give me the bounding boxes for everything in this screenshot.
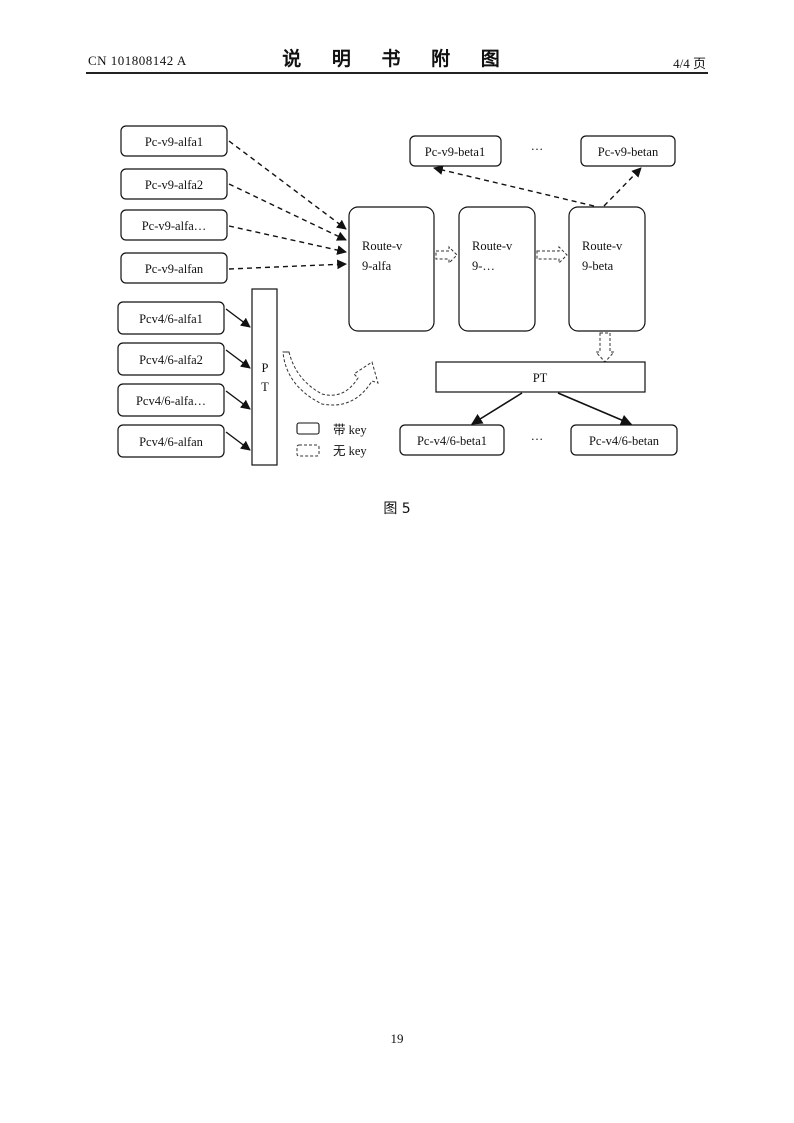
route-label-line1: Route-v <box>582 239 623 253</box>
route-box-beta <box>568 206 646 332</box>
route-box-middle <box>458 206 536 332</box>
left-v9-sources: Pc-v9-alfa1 Pc-v9-alfa2 Pc-v9-alfa… Pc-v… <box>120 125 228 284</box>
route-label-line2: 9-beta <box>582 259 614 273</box>
dashed-arrow <box>228 183 347 241</box>
v9-source-box-2 <box>120 168 228 200</box>
pt-target-arrows <box>471 392 633 426</box>
page-of: 4/4 页 <box>673 56 706 71</box>
v9-source-label: Pc-v9-alfan <box>145 262 204 276</box>
hollow-arrow <box>435 245 458 265</box>
v46-source-box-3 <box>117 383 225 417</box>
curved-hollow-arrow <box>282 351 379 406</box>
v9-target-label: Pc-v9-betan <box>598 145 659 159</box>
left-pt-label-p: P <box>262 361 269 375</box>
route-boxes: Route-v 9-alfa Route-v 9-… Route-v 9-bet… <box>348 206 646 332</box>
route-label-line2: 9-… <box>472 259 495 273</box>
v46-source-label: Pcv4/6-alfa2 <box>139 353 203 367</box>
header-rule <box>86 72 708 74</box>
doc-number: CN 101808142 A <box>88 53 187 68</box>
hollow-arrow-down <box>594 332 616 363</box>
hollow-arrow <box>536 245 568 265</box>
v46-source-box-2 <box>117 342 225 376</box>
network-diagram: Pc-v9-alfa1 Pc-v9-alfa2 Pc-v9-alfa… Pc-v… <box>117 125 678 466</box>
v46-target-box-1 <box>399 424 505 456</box>
v9-target-box-2 <box>580 135 676 167</box>
solid-arrow <box>225 431 251 451</box>
v9-source-label: Pc-v9-alfa2 <box>145 178 203 192</box>
solid-arrow <box>557 392 633 426</box>
left-v46-sources: Pcv4/6-alfa1 Pcv4/6-alfa2 Pcv4/6-alfa… P… <box>117 301 225 458</box>
v46-source-box-1 <box>117 301 225 335</box>
legend: 带 key 无 key <box>296 422 367 458</box>
v46-source-box-4 <box>117 424 225 458</box>
v46-target-label: Pc-v4/6-beta1 <box>417 434 487 448</box>
right-pt-label: PT <box>533 371 548 385</box>
route-label-line1: Route-v <box>362 239 403 253</box>
v9-source-arrows <box>228 140 347 270</box>
legend-label: 带 key <box>333 423 367 437</box>
route-box-alfa <box>348 206 435 332</box>
v46-source-label: Pcv4/6-alfan <box>139 435 204 449</box>
bottom-right-targets: Pc-v4/6-beta1 … Pc-v4/6-betan <box>399 424 678 456</box>
left-pt-label-t: T <box>261 380 269 394</box>
dashed-arrow <box>228 225 347 255</box>
figure-caption: 图 5 <box>383 501 411 517</box>
v46-target-box-2 <box>570 424 678 456</box>
solid-arrow <box>225 308 251 328</box>
v9-source-box-4 <box>120 252 228 284</box>
page-title: 说 明 书 附 图 <box>282 48 512 70</box>
top-right-targets: Pc-v9-beta1 … Pc-v9-betan <box>409 135 676 167</box>
top-ellipsis: … <box>531 139 544 153</box>
v9-source-box-3 <box>120 209 228 241</box>
v9-source-label: Pc-v9-alfa… <box>142 219 207 233</box>
legend-swatch-with-key <box>296 422 320 435</box>
route-hollow-arrows <box>435 245 616 363</box>
dashed-arrow <box>603 167 642 207</box>
v9-source-label: Pc-v9-alfa1 <box>145 135 203 149</box>
v46-source-arrows <box>225 308 251 451</box>
right-pt-box <box>435 361 646 393</box>
v46-source-label: Pcv4/6-alfa… <box>136 394 206 408</box>
v9-source-box-1 <box>120 125 228 157</box>
dashed-arrow <box>433 165 595 207</box>
dashed-arrow <box>228 140 347 230</box>
v9-target-box-1 <box>409 135 502 167</box>
left-pt-box <box>251 288 278 466</box>
solid-arrow <box>471 392 523 425</box>
route-label-line1: Route-v <box>472 239 513 253</box>
page-number: 19 <box>390 1031 404 1046</box>
solid-arrow <box>225 390 251 410</box>
v46-source-label: Pcv4/6-alfa1 <box>139 312 203 326</box>
dashed-arrow <box>228 259 347 270</box>
v46-target-label: Pc-v4/6-betan <box>589 434 660 448</box>
solid-arrow <box>225 349 251 369</box>
bottom-ellipsis: … <box>531 429 544 443</box>
beta-target-arrows <box>433 165 642 207</box>
legend-label: 无 key <box>333 444 367 458</box>
legend-swatch-without-key <box>296 444 320 457</box>
route-label-line2: 9-alfa <box>362 259 392 273</box>
v9-target-label: Pc-v9-beta1 <box>425 145 485 159</box>
